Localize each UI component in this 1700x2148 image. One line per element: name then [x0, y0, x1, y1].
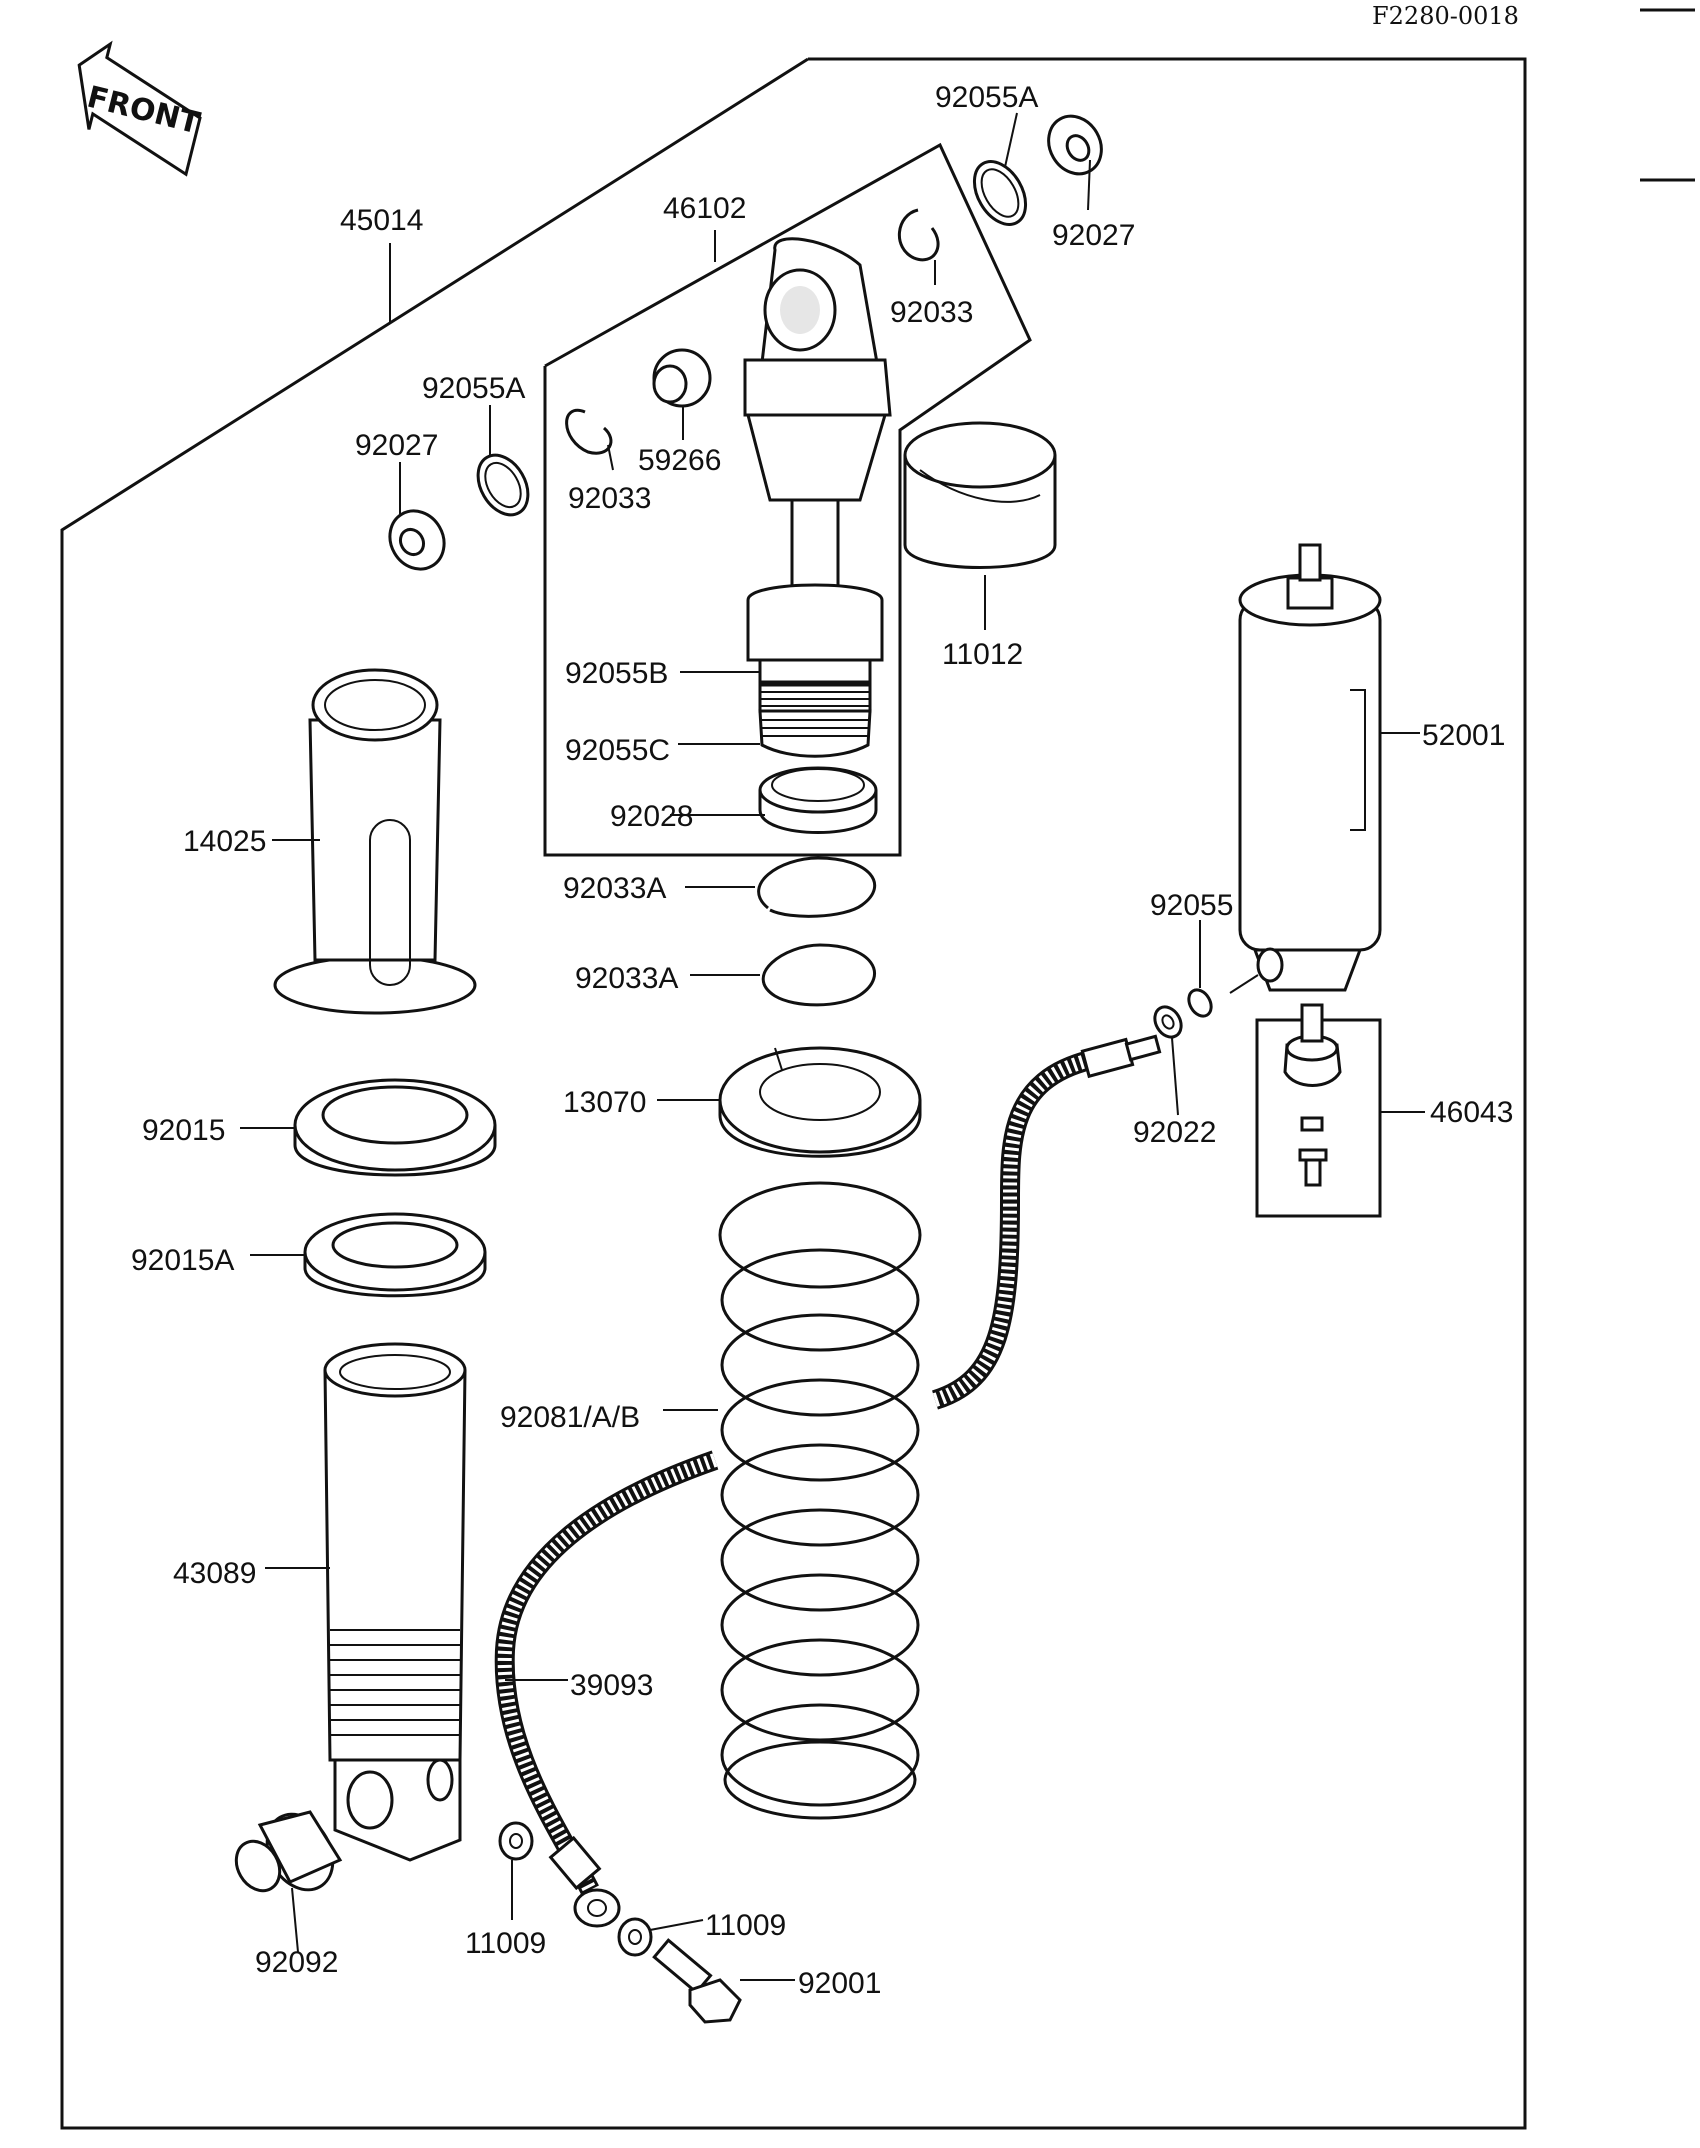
label-11009-a: 11009	[465, 1927, 546, 1960]
front-arrow-icon: FRONT	[77, 40, 204, 177]
label-92055A-left: 92055A	[422, 372, 525, 405]
locknut-92015	[293, 1078, 497, 1177]
spring-seat-13070	[718, 1046, 922, 1158]
label-14025: 14025	[183, 825, 266, 858]
spring-92081	[718, 1181, 922, 1820]
cap-11012	[903, 421, 1057, 569]
label-92028: 92028	[610, 800, 693, 833]
leader-lines	[240, 112, 1425, 1981]
circlip-92033A-1	[757, 856, 877, 918]
ring-92055A-top	[972, 160, 1028, 226]
diagram-code: F2280-0018	[1372, 2, 1519, 30]
assembly-outline-45014	[60, 57, 1527, 2130]
bushing-59266	[652, 348, 712, 408]
assembly-outline-46102	[543, 142, 1032, 857]
label-92022: 92022	[1133, 1116, 1216, 1149]
reservoir-52001	[1238, 543, 1382, 992]
label-46102: 46102	[663, 192, 746, 225]
hose-39093	[494, 1034, 1162, 1928]
locknut-92015A	[303, 1212, 487, 1298]
label-92033-top: 92033	[890, 296, 973, 329]
label-52001: 52001	[1422, 719, 1505, 752]
label-92033-left: 92033	[568, 482, 651, 515]
damper-body-46102	[743, 237, 892, 758]
label-39093: 39093	[570, 1669, 653, 1702]
oring-92055	[1187, 988, 1213, 1018]
adjuster-46043	[1283, 1003, 1342, 1187]
label-92015A: 92015A	[131, 1244, 234, 1277]
label-92055C: 92055C	[565, 734, 670, 767]
spring-guide-14025	[273, 668, 477, 1015]
circlip-92033-top	[897, 208, 940, 262]
label-92033A-1: 92033A	[563, 872, 666, 905]
label-13070: 13070	[563, 1086, 646, 1119]
label-92001: 92001	[798, 1967, 881, 2000]
label-45014: 45014	[340, 204, 423, 237]
bolt-92001	[652, 1938, 742, 2024]
ring-92055A-left	[476, 453, 530, 517]
label-46043: 46043	[1430, 1096, 1513, 1129]
bushing-92092	[234, 1810, 343, 1893]
washer-92022	[1153, 1005, 1183, 1039]
circlip-92033A-2	[761, 943, 877, 1007]
washer-11009-b	[617, 1917, 653, 1957]
washer-11009-a	[498, 1821, 534, 1861]
label-92081: 92081/A/B	[500, 1401, 640, 1434]
label-11012: 11012	[942, 638, 1023, 671]
label-92027-left: 92027	[355, 429, 438, 462]
label-92033A-2: 92033A	[575, 962, 678, 995]
label-92055A-top: 92055A	[935, 81, 1038, 114]
label-92092: 92092	[255, 1946, 338, 1979]
label-92015: 92015	[142, 1114, 225, 1147]
label-92027-top: 92027	[1052, 219, 1135, 252]
bushing-92027-top	[1047, 114, 1103, 176]
bushing-92027-left	[388, 509, 446, 571]
label-92055: 92055	[1150, 889, 1233, 922]
body-tube-43089	[323, 1342, 467, 1862]
label-11009-b: 11009	[705, 1909, 786, 1942]
circlip-92033-left	[565, 408, 613, 455]
label-59266: 59266	[638, 444, 721, 477]
ring-92028	[758, 766, 878, 834]
label-92055B: 92055B	[565, 657, 668, 690]
label-43089: 43089	[173, 1557, 256, 1590]
